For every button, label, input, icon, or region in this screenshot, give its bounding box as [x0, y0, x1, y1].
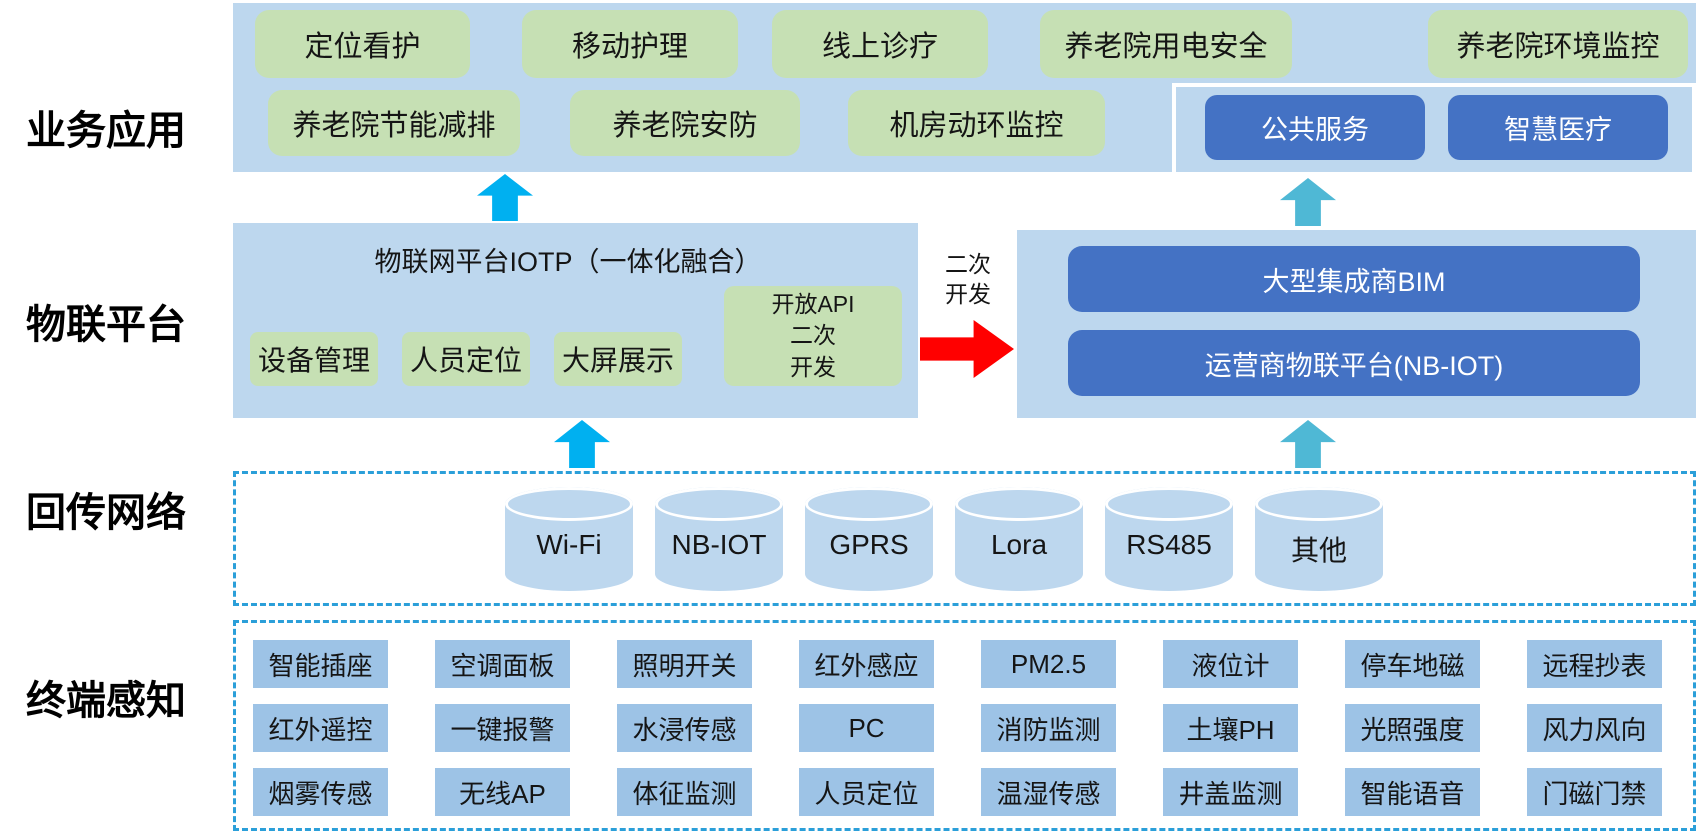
device-box: 红外感应: [799, 640, 934, 688]
business-app-box: 养老院环境监控: [1428, 10, 1688, 78]
device-box: 停车地磁: [1345, 640, 1480, 688]
nbiot-platform-box: 运营商物联平台(NB-IOT): [1068, 330, 1640, 396]
business-app-box: 养老院节能减排: [268, 90, 520, 156]
iotp-title: 物联网平台IOTP（一体化融合）: [374, 247, 762, 277]
open-api-line: 开放API: [771, 291, 855, 318]
cylinder-lid: [955, 487, 1083, 521]
section-label-network: 回传网络: [26, 491, 186, 535]
iotp-module-box: 大屏展示: [554, 332, 682, 386]
network-node-cylinder: NB-IOT: [655, 487, 783, 591]
device-box: 井盖监测: [1163, 768, 1298, 816]
device-box: PM2.5: [981, 640, 1116, 688]
up-arrow-icon: [477, 174, 533, 221]
network-node-row: Wi-Fi NB-IOT GPRS Lora: [505, 487, 1383, 591]
business-app-box: 移动护理: [522, 10, 738, 78]
business-app-box: 机房动环监控: [848, 90, 1105, 156]
device-box: 照明开关: [617, 640, 752, 688]
up-arrow-icon: [1280, 420, 1336, 468]
section-label-platform: 物联平台: [26, 303, 186, 347]
network-node-cylinder: GPRS: [805, 487, 933, 591]
bim-integrator-box: 大型集成商BIM: [1068, 246, 1640, 312]
device-box: 空调面板: [435, 640, 570, 688]
network-node-cylinder: Lora: [955, 487, 1083, 591]
section-label-business: 业务应用: [26, 109, 186, 153]
secondary-dev-note: 二次 开发: [925, 250, 1011, 310]
network-node-label: Lora: [990, 529, 1048, 560]
open-api-line: 开发: [790, 353, 836, 380]
cylinder-lid: [805, 487, 933, 521]
network-node-cylinder: Wi-Fi: [505, 487, 633, 591]
network-node-label: 其他: [1290, 535, 1347, 566]
device-box: 土壤PH: [1163, 704, 1298, 752]
up-arrow-icon: [554, 420, 610, 468]
public-service-box: 公共服务: [1205, 95, 1425, 160]
cylinder-lid: [1105, 487, 1233, 521]
device-box: 光照强度: [1345, 704, 1480, 752]
network-node-label: RS485: [1126, 529, 1212, 560]
cylinder-lid: [1255, 487, 1383, 521]
network-node-cylinder: RS485: [1105, 487, 1233, 591]
device-box: 一键报警: [435, 704, 570, 752]
device-grid: 智能插座 空调面板 照明开关 红外感应 PM2.5 液位计 停车地磁 远程抄表 …: [253, 640, 1662, 816]
device-box: 消防监测: [981, 704, 1116, 752]
network-node-label: NB-IOT: [671, 529, 767, 560]
device-box: 无线AP: [435, 768, 570, 816]
business-app-box: 定位看护: [255, 10, 470, 78]
business-app-box: 线上诊疗: [772, 10, 988, 78]
device-box: 烟雾传感: [253, 768, 388, 816]
device-box: 智能插座: [253, 640, 388, 688]
dev-note-line: 开发: [945, 280, 991, 307]
network-node-label: GPRS: [829, 529, 909, 560]
smart-medical-box: 智慧医疗: [1448, 95, 1668, 160]
iotp-module-box: 设备管理: [250, 332, 378, 386]
iotp-module-box: 人员定位: [402, 332, 530, 386]
device-box: 温湿传感: [981, 768, 1116, 816]
device-box: 远程抄表: [1527, 640, 1662, 688]
section-label-terminal: 终端感知: [26, 679, 186, 723]
device-box: 智能语音: [1345, 768, 1480, 816]
up-arrow-icon: [1280, 178, 1336, 226]
device-box: 人员定位: [799, 768, 934, 816]
dev-note-line: 二次: [945, 251, 991, 277]
device-box: PC: [799, 704, 934, 752]
open-api-box: 开放API 二次 开发: [724, 286, 902, 386]
network-node-cylinder: 其他: [1255, 487, 1383, 591]
device-box: 液位计: [1163, 640, 1298, 688]
device-box: 红外遥控: [253, 704, 388, 752]
device-box: 体征监测: [617, 768, 752, 816]
network-node-label: Wi-Fi: [536, 529, 602, 560]
open-api-line: 二次: [790, 322, 836, 349]
device-box: 水浸传感: [617, 704, 752, 752]
cylinder-lid: [505, 487, 633, 521]
device-box: 风力风向: [1527, 704, 1662, 752]
business-app-box: 养老院安防: [570, 90, 800, 156]
right-arrow-icon: [920, 320, 1014, 378]
business-app-box: 养老院用电安全: [1040, 10, 1292, 78]
device-box: 门磁门禁: [1527, 768, 1662, 816]
cylinder-lid: [655, 487, 783, 521]
